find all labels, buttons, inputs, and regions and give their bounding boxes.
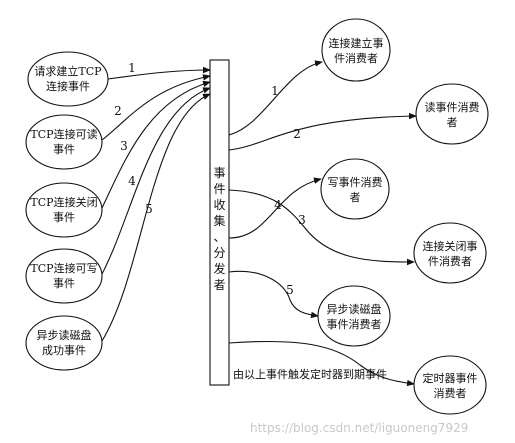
incoming-label: 2 — [114, 104, 122, 118]
watermark-text: https://blog.csdn.net/liguoneng7929 — [250, 421, 468, 435]
dispatcher-char: 事 — [213, 166, 225, 180]
consumer-label: 连接关闭事 — [423, 239, 478, 253]
consumer-connect: 连接建立事 件消费者 — [321, 18, 391, 82]
outgoing-arrow — [228, 177, 322, 239]
consumer-write: 写事件消费 者 — [320, 158, 390, 220]
outgoing-arrow — [228, 270, 319, 319]
outgoing-label: 5 — [286, 283, 294, 297]
consumer-label: 者 — [350, 191, 361, 204]
outgoing-label: 1 — [271, 84, 279, 98]
producer-label: 异步读磁盘 — [37, 328, 92, 342]
timer-note: 由以上事件触发定时器到期事件 — [233, 367, 387, 381]
incoming-arrow — [101, 74, 211, 141]
incoming-arrow — [101, 93, 211, 342]
producer-label: TCP连接关闭 — [30, 195, 97, 209]
consumer-label: 件消费者 — [334, 51, 378, 65]
consumer-label: 写事件消费 — [328, 175, 383, 189]
producer-label: 连接事件 — [46, 80, 90, 93]
incoming-label: 5 — [145, 202, 153, 216]
producer-async-disk-read: 异步读磁盘 成功事件 — [25, 315, 103, 371]
consumer-label: 定时器事件 — [423, 371, 478, 385]
consumer-label: 读事件消费 — [425, 100, 480, 114]
outgoing-arrow — [228, 189, 415, 266]
incoming-arrow — [101, 80, 211, 209]
dispatcher-bar — [209, 59, 230, 386]
consumer-label: 者 — [447, 116, 458, 129]
consumer-label: 件消费者 — [428, 254, 472, 268]
producer-label: 事件 — [53, 211, 75, 224]
consumer-label: 异步读磁盘 — [327, 302, 382, 316]
producer-label: 请求建立TCP — [34, 64, 102, 78]
outgoing-label: 3 — [298, 213, 306, 227]
consumer-timer: 定时器事件 消费者 — [413, 355, 487, 415]
dispatcher-char: 收 — [213, 198, 225, 212]
producer-tcp-readable: TCP连接可读 事件 — [25, 114, 103, 170]
dispatcher-char: 者 — [213, 278, 225, 292]
consumer-label: 事件消费者 — [327, 317, 382, 331]
consumer-close: 连接关闭事 件消费者 — [413, 222, 487, 284]
dispatcher-char: 发 — [213, 261, 225, 276]
outgoing-label: 4 — [274, 198, 282, 212]
producer-tcp-request: 请求建立TCP 连接事件 — [27, 51, 109, 107]
dispatcher-char: 集 — [213, 213, 225, 228]
consumer-read: 读事件消费 者 — [415, 83, 489, 145]
dispatcher-label: 事 件 收 集 、 分 发 者 — [213, 166, 225, 292]
outgoing-arrow — [228, 112, 417, 151]
dispatcher-char: 件 — [213, 182, 225, 196]
incoming-arrow — [107, 66, 211, 80]
dispatcher-char: 分 — [213, 246, 225, 260]
producer-label: 事件 — [53, 277, 75, 290]
producer-label: 成功事件 — [42, 344, 86, 357]
incoming-label: 4 — [128, 174, 136, 188]
outgoing-arrow — [228, 60, 323, 136]
consumer-label: 消费者 — [434, 386, 467, 400]
incoming-label: 1 — [128, 61, 136, 75]
incoming-arrow — [101, 87, 211, 275]
producer-label: 事件 — [53, 143, 75, 156]
outgoing-label: 2 — [293, 127, 301, 141]
incoming-label: 3 — [120, 139, 128, 153]
dispatcher-char: 、 — [213, 230, 225, 244]
producer-label: TCP连接可写 — [30, 262, 97, 275]
producer-tcp-writable: TCP连接可写 事件 — [25, 248, 103, 304]
consumer-label: 连接建立事 — [329, 36, 384, 50]
outgoing-arrow — [228, 340, 415, 387]
producer-tcp-close: TCP连接关闭 事件 — [25, 182, 103, 238]
producer-label: TCP连接可读 — [30, 127, 97, 141]
consumer-async-disk: 异步读磁盘 事件消费者 — [317, 285, 391, 347]
